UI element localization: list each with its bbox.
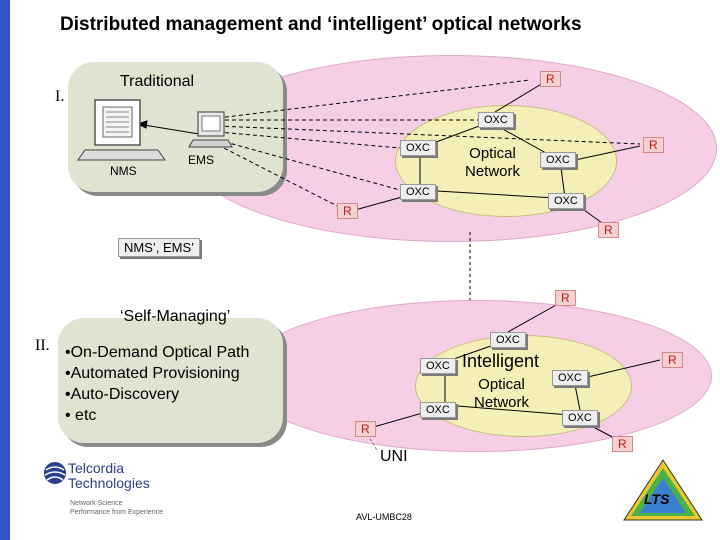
section-2-network-label: Optical Network <box>474 376 529 412</box>
oxc-node-top: OXC <box>490 332 526 348</box>
self-managing-label: ‘Self-Managing’ <box>120 308 231 325</box>
ems-to-r-line <box>217 79 531 119</box>
lts-logo-text: LTS <box>644 491 670 507</box>
oxc-node-lower-right: OXC <box>548 193 584 209</box>
ems-label: EMS <box>188 153 215 167</box>
slide-footer-code: AVL-UMBC28 <box>356 512 412 522</box>
oxc-node-right: OXC <box>552 370 588 386</box>
ems-to-left-r-line <box>217 144 346 211</box>
router-top: R <box>540 71 561 87</box>
company-name-line-2: Technologies <box>68 475 150 491</box>
link-6 <box>574 145 641 161</box>
telcordia-globe-icon <box>44 462 66 484</box>
router-left: R <box>337 203 358 219</box>
section-1-network-label: Optical Network <box>465 145 520 181</box>
nms-ems-prime-label: NMS’, EMS’ <box>118 238 201 257</box>
left-accent-stripe <box>0 0 10 540</box>
tagline-line-2: Performance from Experience <box>70 509 163 516</box>
section-1-numeral: I. <box>55 88 65 105</box>
network-label-line-1: Optical <box>478 376 525 393</box>
intelligent-label: Intelligent <box>462 351 540 371</box>
tagline-line-1: Network Science <box>70 500 123 507</box>
section-2-numeral: II. <box>35 337 50 354</box>
network-label-line-1: Optical <box>469 145 516 162</box>
traditional-label: Traditional <box>120 73 195 90</box>
slide-title: Distributed management and ‘intelligent’… <box>60 14 582 35</box>
s2-link-4 <box>444 404 571 416</box>
router-right: R <box>643 137 664 153</box>
uni-label: UNI <box>380 448 408 465</box>
company-name-line-1: Telcordia <box>68 460 125 476</box>
network-label-line-2: Network <box>474 394 530 411</box>
ems-to-right-r-line <box>217 125 641 145</box>
router-top: R <box>555 290 576 306</box>
router-right: R <box>662 352 683 368</box>
router-bottom: R <box>598 222 619 238</box>
oxc-node-left: OXC <box>400 140 436 156</box>
bullet-item: •Automated Provisioning <box>65 365 240 382</box>
capabilities-bullet-list: •On-Demand Optical Path •Automated Provi… <box>65 342 249 426</box>
nms-computer-icon <box>77 99 166 161</box>
lts-triangle-logo <box>623 459 703 521</box>
telcordia-logo: Telcordia Technologies Network Science P… <box>42 460 167 522</box>
arrowhead <box>136 120 148 129</box>
s2-link-8 <box>574 384 581 411</box>
oxc-node-lower-left: OXC <box>400 184 436 200</box>
bullet-item: •Auto-Discovery <box>65 386 180 403</box>
ems-to-nms-arrow-line <box>137 123 206 136</box>
bullet-item: •On-Demand Optical Path <box>65 344 250 361</box>
bullet-item: • etc <box>65 407 97 424</box>
oxc-node-lower-right: OXC <box>562 410 598 426</box>
network-label-line-2: Network <box>465 163 521 180</box>
oxc-node-left: OXC <box>420 358 456 374</box>
router-left: R <box>355 421 376 437</box>
router-bottom: R <box>612 436 633 452</box>
uni-connector <box>364 429 379 453</box>
ems-to-lower-oxc-line <box>217 139 401 191</box>
oxc-node-right: OXC <box>540 152 576 168</box>
nms-label: NMS <box>110 164 137 178</box>
oxc-node-lower-left: OXC <box>420 402 456 418</box>
self-managing-panel <box>58 318 283 443</box>
s2-link-5 <box>574 359 661 381</box>
link-3 <box>419 189 556 199</box>
ems-computer-icon <box>188 111 233 148</box>
ems-to-left-oxc-line <box>217 131 401 149</box>
link-9 <box>494 79 549 113</box>
oxc-node-top: OXC <box>478 112 514 128</box>
